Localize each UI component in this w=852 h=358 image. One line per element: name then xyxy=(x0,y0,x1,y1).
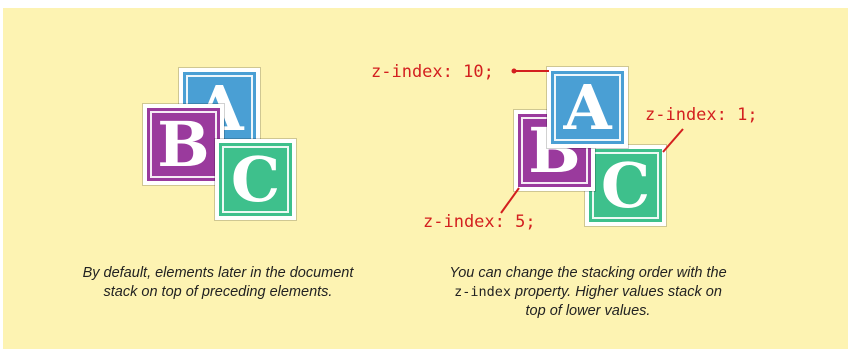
block-c-letter: C xyxy=(219,147,292,213)
z-index-5-label: z-index: 5; xyxy=(423,212,536,232)
caption-code: z-index xyxy=(454,284,511,300)
figure: A B C By default, elements later in the … xyxy=(3,8,848,349)
z-index-caption: You can change the stacking order with t… xyxy=(408,264,768,321)
block-c: C xyxy=(215,139,296,220)
z-index-1-label: z-index: 1; xyxy=(645,105,758,125)
block-b-letter: B xyxy=(147,112,220,178)
block-b: B xyxy=(143,104,224,185)
default-stacking-panel: A B C By default, elements later in the … xyxy=(3,8,413,349)
z-index-stacking-panel: C B A z-index: 10; z-index: 1; z-index: … xyxy=(383,8,848,349)
default-stacking-caption: By default, elements later in the docume… xyxy=(33,264,403,302)
leader-line-b xyxy=(501,188,519,213)
caption-line: By default, elements later in the docume… xyxy=(33,264,403,283)
caption-line: You can change the stacking order with t… xyxy=(408,264,768,283)
leader-dot-a xyxy=(512,69,517,74)
z-index-10-label: z-index: 10; xyxy=(371,62,494,82)
caption-line: top of lower values. xyxy=(408,302,768,321)
caption-line-rest: property. Higher values stack on xyxy=(511,284,722,300)
caption-line: z-index property. Higher values stack on xyxy=(408,283,768,302)
caption-line: stack on top of preceding elements. xyxy=(33,283,403,302)
leader-line-c xyxy=(663,129,683,152)
